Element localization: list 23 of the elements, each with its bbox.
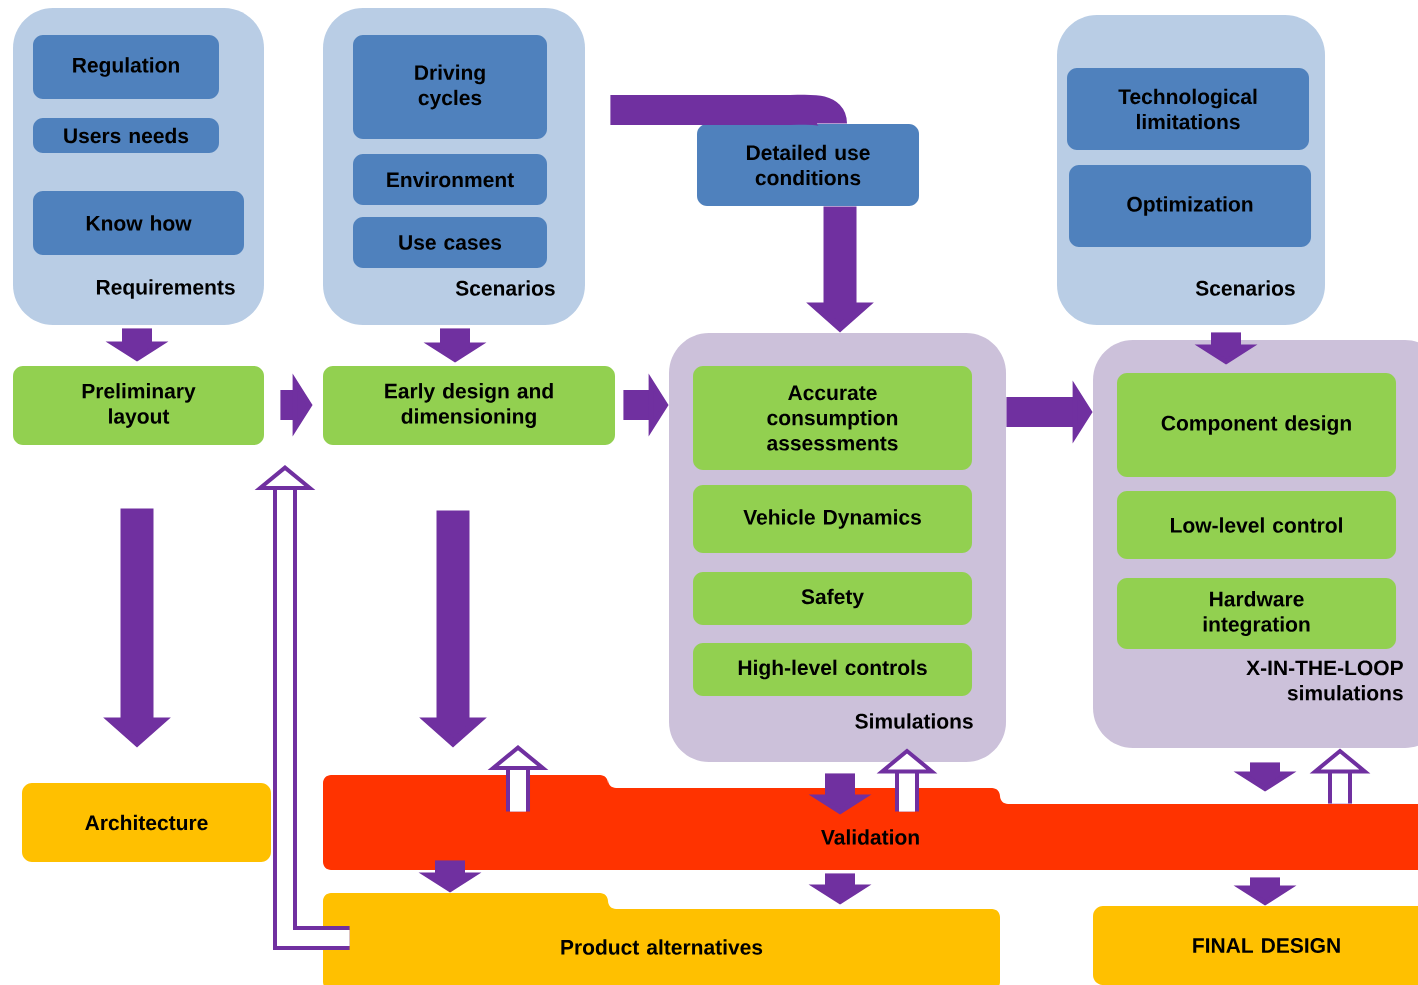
process-box: Regulation	[33, 35, 219, 99]
hollow-arrow	[254, 465, 350, 950]
process-box: Know how	[33, 191, 244, 255]
process-box: Driving cycles	[353, 35, 547, 139]
process-box: Preliminary layout	[13, 366, 264, 445]
process-box: Detailed use conditions	[697, 124, 919, 206]
process-box: High-level controls	[693, 643, 972, 696]
stage-band: Product alternatives	[323, 893, 1000, 985]
process-box: Environment	[353, 154, 547, 205]
process-box: Early design and dimensioning	[323, 366, 615, 445]
process-box: Component design	[1117, 373, 1396, 477]
process-box: Technological limitations	[1067, 68, 1309, 150]
stage-band: Validation	[323, 775, 1418, 870]
process-box: Hardware integration	[1117, 578, 1396, 649]
process-box: Low-level control	[1117, 491, 1396, 559]
process-box: FINAL DESIGN	[1093, 906, 1418, 985]
process-box: Accurate consumption assessments	[693, 366, 972, 470]
process-box: Vehicle Dynamics	[693, 485, 972, 553]
process-box: Safety	[693, 572, 972, 625]
process-box: Use cases	[353, 217, 547, 268]
process-box: Users needs	[33, 118, 219, 153]
process-box: Optimization	[1069, 165, 1311, 247]
process-box: Architecture	[22, 783, 271, 862]
